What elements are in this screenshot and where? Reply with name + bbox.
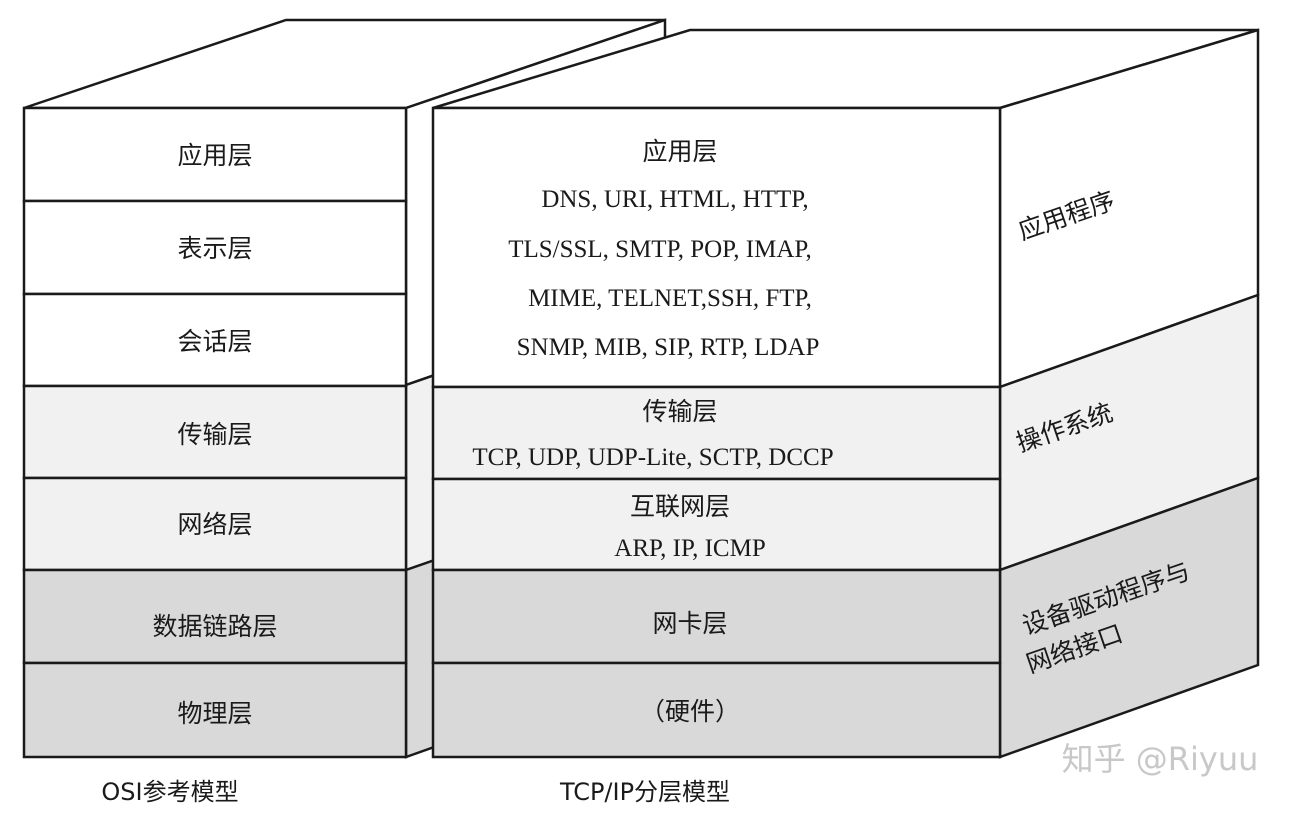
tcpip-link-name: 网卡层 [652, 609, 727, 638]
tcpip-row-application [431, 106, 1002, 389]
osi-layer-physical: 物理层 [177, 699, 252, 728]
osi-row-physical [22, 661, 408, 759]
tcpip-internet-name: 互联网层 [630, 492, 730, 521]
osi-row-presentation [22, 199, 408, 296]
tcpip-internet-protocols: ARP, IP, ICMP [614, 535, 765, 562]
osi-caption: OSI参考模型 [101, 778, 238, 806]
osi-layer-transport: 传输层 [177, 420, 252, 449]
tcpip-transport-name: 传输层 [642, 397, 717, 426]
tcpip-block: 应用层 DNS, URI, HTML, HTTP, TLS/SSL, SMTP,… [431, 28, 1260, 759]
osi-layer-session: 会话层 [177, 327, 252, 356]
tcpip-row-transport [431, 385, 1002, 481]
tcpip-application-protocols-2: TLS/SSL, SMTP, POP, IMAP, [508, 236, 812, 263]
osi-row-application [22, 106, 408, 203]
tcpip-hardware-name: （硬件） [640, 697, 740, 726]
tcpip-row-hardware [431, 661, 1002, 759]
osi-row-transport [22, 384, 408, 480]
osi-layer-network: 网络层 [177, 510, 252, 539]
watermark-text: 知乎 @Riyuu [1062, 740, 1259, 778]
osi-layer-datalink: 数据链路层 [152, 612, 277, 641]
tcpip-transport-protocols: TCP, UDP, UDP-Lite, SCTP, DCCP [472, 444, 833, 471]
osi-row-network [22, 476, 408, 572]
tcpip-caption: TCP/IP分层模型 [559, 778, 730, 806]
tcpip-application-name: 应用层 [642, 137, 717, 166]
tcpip-application-protocols-4: SNMP, MIB, SIP, RTP, LDAP [517, 334, 820, 361]
tcpip-row-link [431, 568, 1002, 665]
tcpip-application-protocols-1: DNS, URI, HTML, HTTP, [541, 186, 808, 213]
osi-layer-application: 应用层 [177, 141, 252, 170]
osi-row-datalink [22, 568, 408, 665]
tcpip-application-protocols-3: MIME, TELNET,SSH, FTP, [528, 285, 812, 312]
osi-layer-presentation: 表示层 [177, 234, 252, 263]
